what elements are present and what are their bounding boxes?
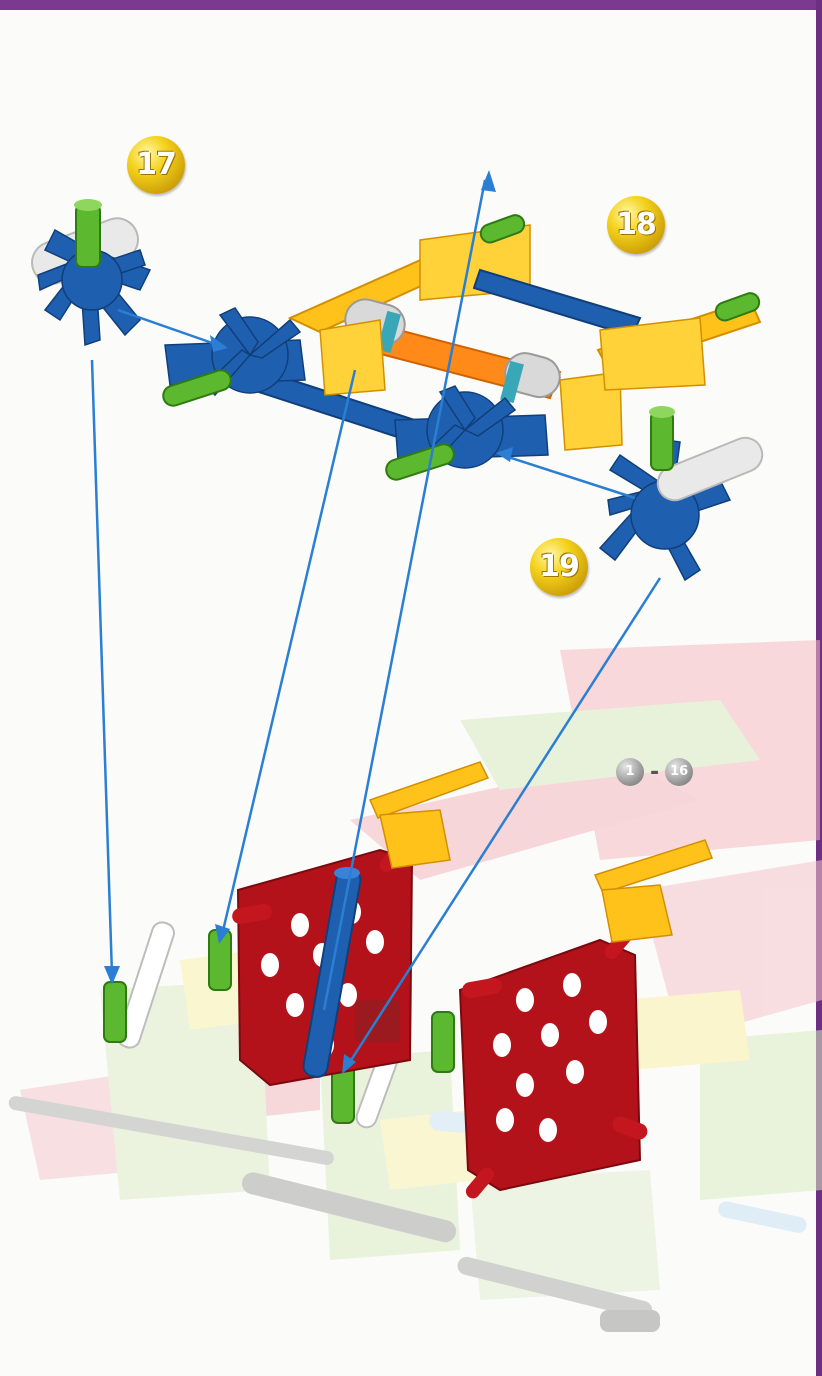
- range-separator: -: [650, 760, 659, 785]
- steps-range-indicator: 1 - 16: [616, 758, 693, 786]
- connector-right-part: [600, 406, 767, 580]
- step-18-badge: 18: [607, 196, 665, 254]
- previous-build-ghost: [8, 640, 822, 1332]
- step-17-badge: 17: [127, 136, 185, 194]
- range-start-badge: 1: [616, 758, 644, 786]
- step-19-badge: 19: [530, 538, 588, 596]
- connector-left-part: [26, 199, 150, 345]
- range-end-badge: 16: [665, 758, 693, 786]
